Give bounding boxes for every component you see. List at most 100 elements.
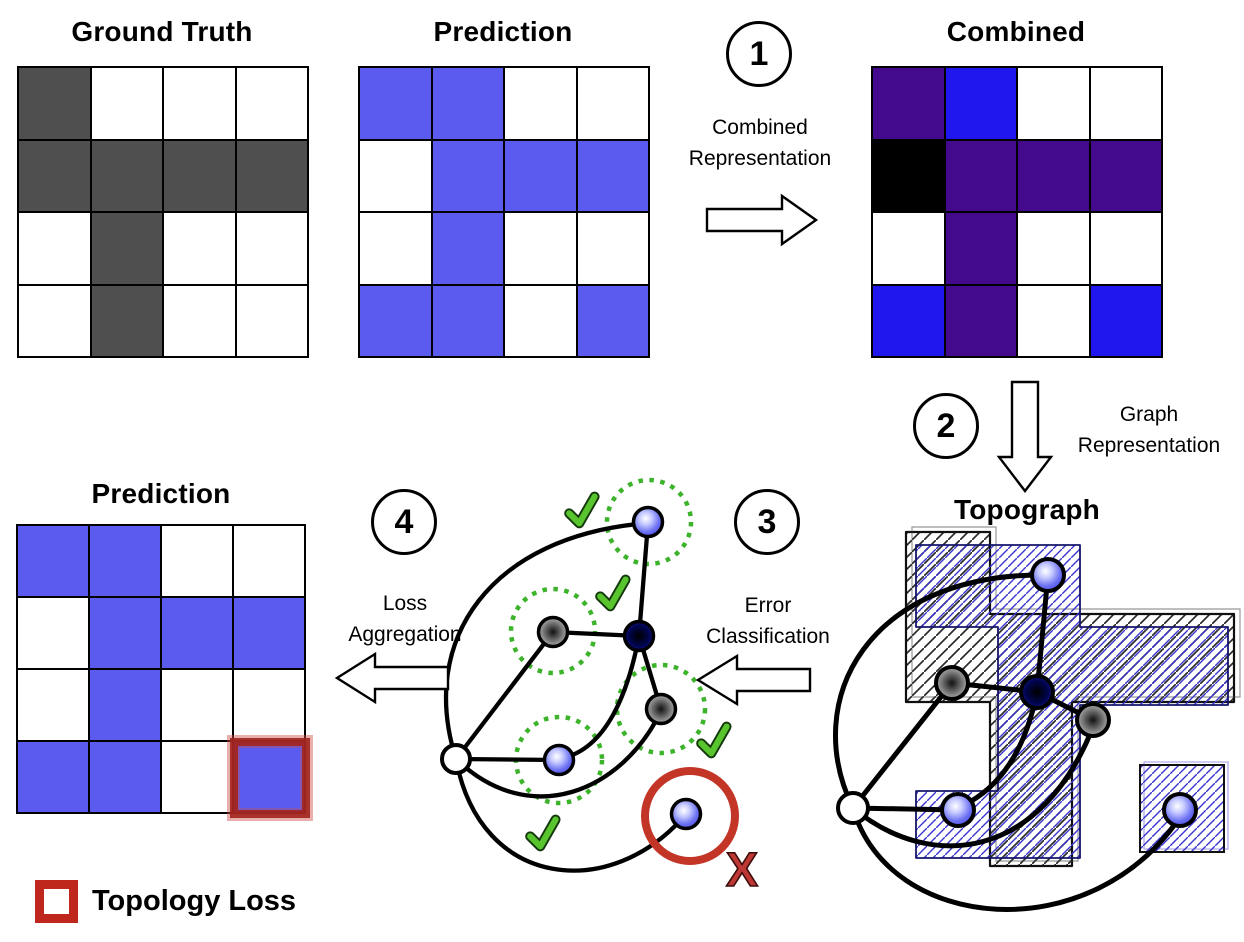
matched-node	[622, 619, 656, 653]
prediction-node	[542, 743, 576, 777]
edge	[560, 633, 642, 761]
error-cross-icon: X	[726, 844, 758, 897]
grid-cell-pred	[18, 526, 88, 596]
step-label-line: Classification	[706, 625, 830, 648]
edge	[443, 520, 652, 762]
grid-cell-pred	[577, 285, 648, 356]
grid-cell-pred	[360, 68, 431, 139]
grid-cell-tp	[945, 213, 1016, 284]
step-label-line: Error	[744, 594, 792, 617]
step-label-line: Representation	[1077, 434, 1221, 457]
grid-cell-empty	[164, 68, 235, 139]
grid-cell-empty	[18, 598, 88, 668]
check-icon	[700, 727, 729, 755]
ground-truth-node	[1075, 702, 1111, 738]
grid-cell-pred	[90, 742, 160, 812]
step-circle-2: 2	[913, 393, 979, 459]
grid-cell-pred	[18, 742, 88, 812]
grid-cell-tp	[1090, 140, 1161, 211]
correct-region-circle	[604, 477, 694, 567]
grid-cell-tp	[873, 68, 944, 139]
grid-cell-pred	[432, 140, 503, 211]
topograph-title: Topograph	[954, 494, 1100, 525]
ground-truth-node	[644, 692, 678, 726]
grid-cell-tp	[945, 285, 1016, 356]
background-node	[440, 743, 472, 775]
check-icon	[568, 497, 597, 525]
grid-cell-gt	[19, 140, 90, 211]
error-graph-edges	[443, 520, 689, 873]
grid-cell-empty	[162, 670, 232, 740]
edge	[1034, 572, 1051, 695]
grid-cell-tp	[945, 140, 1016, 211]
prediction-final-title: Prediction	[91, 478, 231, 509]
combined-title: Combined	[946, 16, 1086, 47]
step-label-line: Combined	[712, 116, 808, 139]
step-number: 3	[757, 503, 777, 541]
prediction-node	[669, 797, 703, 831]
edge	[453, 756, 689, 873]
check-icon	[529, 820, 558, 848]
prediction-node	[1030, 557, 1066, 593]
grid-cell-fn	[873, 140, 944, 211]
correct-region-circle	[508, 586, 598, 676]
grid-cell-gt	[91, 285, 162, 356]
grid-cell-tp	[1018, 140, 1089, 211]
grid-cell-gt	[91, 140, 162, 211]
grid-cell-empty	[505, 285, 576, 356]
matched-node	[1019, 674, 1055, 710]
topograph-prediction-island-sketch-echo	[1143, 761, 1229, 850]
edge	[636, 520, 651, 639]
check-icon	[599, 580, 628, 608]
step-number: 2	[936, 407, 956, 445]
ground-truth-grid	[17, 66, 309, 358]
step-label-line: Graph	[1119, 403, 1179, 426]
background-node	[836, 791, 870, 825]
grid-cell-empty	[505, 213, 576, 284]
grid-cell-empty	[360, 140, 431, 211]
grid-cell-empty	[91, 68, 162, 139]
edge	[850, 680, 955, 811]
edge	[453, 629, 556, 762]
arrow-right-step1	[705, 193, 819, 247]
ground-truth-node	[934, 665, 970, 701]
error-graph-nodes	[440, 505, 703, 831]
combined-grid	[871, 66, 1163, 358]
grid-cell-pred	[432, 68, 503, 139]
grid-cell-empty	[1090, 68, 1161, 139]
topology-loss-label: Topology Loss	[92, 885, 297, 917]
grid-cell-gt	[164, 140, 235, 211]
grid-cell-empty	[505, 68, 576, 139]
prediction-final-grid	[16, 524, 306, 814]
topology-loss-swatch-icon	[35, 880, 78, 923]
grid-cell-empty	[1018, 285, 1089, 356]
grid-cell-empty	[1018, 68, 1089, 139]
edge	[850, 719, 1098, 849]
grid-cell-pred	[360, 285, 431, 356]
ground-truth-node	[536, 615, 570, 649]
grid-cell-gt	[19, 68, 90, 139]
edge	[833, 572, 1051, 811]
grid-cell-pred	[90, 526, 160, 596]
edge	[959, 689, 1040, 809]
grid-cell-empty	[164, 285, 235, 356]
edge	[453, 708, 664, 799]
grid-cell-empty	[236, 213, 307, 284]
grid-cell-empty	[577, 213, 648, 284]
grid-cell-pred	[234, 598, 304, 668]
grid-cell-pred	[162, 598, 232, 668]
grid-cell-pred	[90, 598, 160, 668]
step-label-line: Representation	[688, 147, 832, 170]
grid-cell-fp	[1090, 285, 1161, 356]
prediction-node	[940, 792, 976, 828]
grid-cell-empty	[360, 213, 431, 284]
grid-cell-empty	[164, 213, 235, 284]
step-label-line: Aggregation	[348, 623, 462, 646]
grid-cell-fp	[873, 285, 944, 356]
ground-truth-title: Ground Truth	[71, 16, 253, 47]
topograph-prediction-mask	[915, 544, 1229, 859]
grid-cell-pred	[432, 213, 503, 284]
grid-cell-empty	[18, 670, 88, 740]
